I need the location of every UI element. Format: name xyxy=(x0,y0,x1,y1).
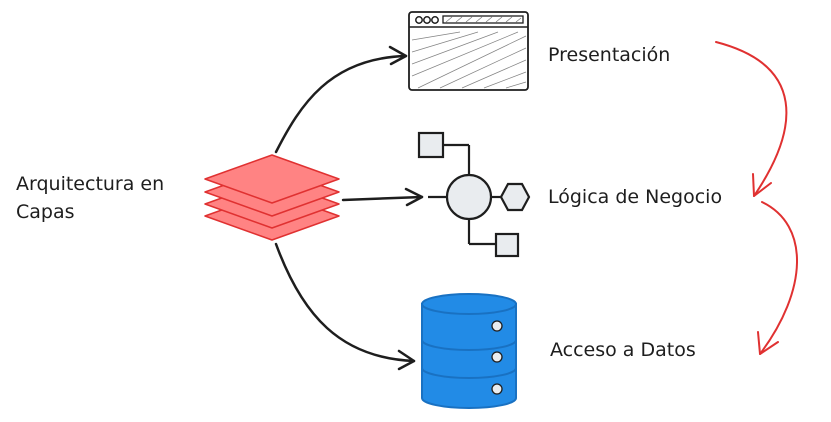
layer-label-data: Acceso a Datos xyxy=(550,339,696,361)
window-dot-icon xyxy=(431,16,439,24)
source-label-line2: Capas xyxy=(16,201,75,223)
db-indicator-icon xyxy=(491,383,503,395)
arrow-to-business xyxy=(341,187,424,207)
node-square-icon xyxy=(417,131,445,159)
db-indicator-icon xyxy=(491,351,503,363)
source-label-line1: Arquitectura en xyxy=(16,173,164,195)
arrow-to-data xyxy=(274,242,416,371)
layers-icon xyxy=(204,154,340,241)
arrow-to-presentation xyxy=(274,45,408,154)
source-label: Arquitectura en Capas xyxy=(16,173,164,223)
component-graph-icon xyxy=(417,131,531,258)
database-icon xyxy=(421,293,517,409)
flow-arrow-presentation-to-business xyxy=(715,41,788,197)
layer-label-presentation: Presentación xyxy=(548,44,670,66)
address-bar xyxy=(442,15,524,24)
node-circle-icon xyxy=(445,173,493,221)
window-dot-icon xyxy=(415,16,423,24)
layer-label-business: Lógica de Negocio xyxy=(548,186,722,208)
layer-sheet-top xyxy=(204,154,340,204)
node-hexagon-icon xyxy=(499,182,531,212)
node-square-icon xyxy=(494,232,520,258)
flow-arrow-business-to-data xyxy=(757,201,798,355)
db-indicator-icon xyxy=(491,320,503,332)
browser-window-icon xyxy=(408,11,529,91)
window-dot-icon xyxy=(423,16,431,24)
